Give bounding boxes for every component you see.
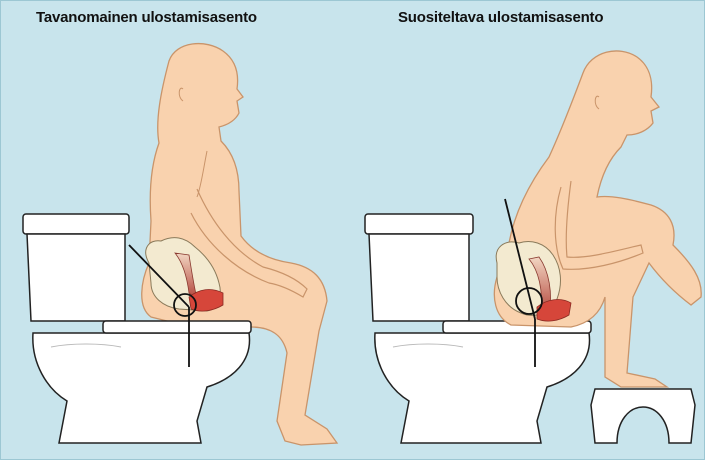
recommended-position-panel — [365, 51, 701, 443]
step-stool — [591, 389, 695, 443]
toilet-seat-left — [103, 321, 251, 333]
panel-title-recommended: Suositeltava ulostamisasento — [398, 9, 603, 26]
toilet-tank-left — [23, 214, 129, 234]
toilet-bowl-right — [375, 333, 590, 443]
panel-title-conventional: Tavanomainen ulostamisasento — [36, 9, 257, 26]
toilet-tank-right — [365, 214, 473, 234]
toilet-bowl-left — [33, 333, 250, 443]
conventional-position-panel — [23, 44, 337, 445]
toilet-tank-body-left — [27, 234, 125, 321]
toilet-tank-body-right — [369, 234, 469, 321]
